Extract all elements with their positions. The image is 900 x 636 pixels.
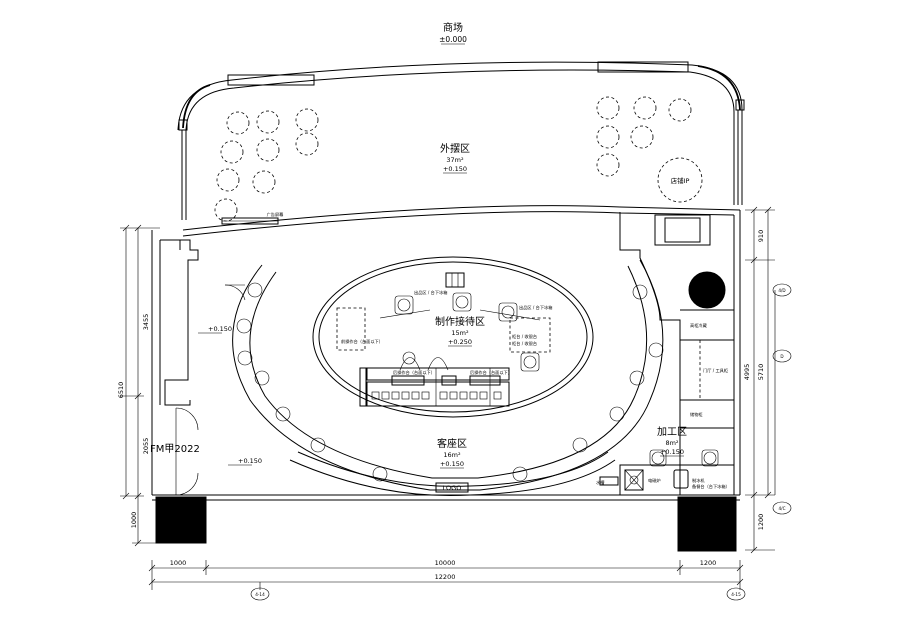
processing-label: 加工区 [657, 426, 687, 438]
proc-label-ice: 制冰机 [692, 477, 705, 484]
seating-ring [232, 259, 664, 497]
dim-left-6510: 6510 [117, 382, 125, 399]
ring-stools [236, 282, 664, 482]
left-room-level: +0.150 [208, 325, 232, 333]
equip-label-counter-1: 前操作台（台面以下） [341, 338, 383, 345]
dim-bottom-1200: 1200 [700, 559, 717, 567]
mall-label-group: 商场 ±0.000 [439, 21, 467, 45]
outdoor-area: 37m² [446, 156, 464, 164]
dim-left-1000: 1000 [130, 512, 138, 529]
production-area: 15m² [451, 329, 469, 337]
dim-left-3455: 3455 [142, 314, 150, 331]
seating-level: +0.150 [440, 460, 464, 468]
right-dimensions [745, 206, 776, 554]
axis-r3: 4/C [779, 506, 786, 511]
processing-area: 8m² [665, 439, 678, 447]
equip-label-top-right: 出品区 / 台下冰箱 [519, 304, 552, 311]
production-label: 制作接待区 [435, 315, 485, 328]
equip-label-counter-2: 后操作台（台面以下） [393, 369, 435, 376]
outdoor-area-outline [177, 61, 745, 220]
bottom-dimensions [148, 560, 744, 590]
dim-right-1200: 1200 [757, 514, 765, 531]
outdoor-label: 外摆区 [440, 142, 470, 155]
axis-right: 4-15 [731, 592, 741, 597]
dim-right-5710: 5710 [757, 364, 765, 381]
dim-left-2055: 2055 [142, 438, 150, 455]
axis-bubble-left [250, 587, 270, 601]
production-level: +0.250 [448, 338, 472, 346]
right-axis-bubbles [772, 283, 792, 515]
dim-bottom-1000: 1000 [170, 559, 187, 567]
equip-label-right-1: 柜台 / 收银台 [512, 333, 537, 340]
equip-label-counter-3: 后操作台（台面以下） [470, 369, 512, 376]
outdoor-tables [214, 96, 703, 222]
counter-equipment-squares [371, 391, 502, 400]
dim-right-910: 910 [757, 230, 765, 242]
axis-r2: D [780, 354, 783, 359]
ad-screen-label: 广告屏幕 [267, 211, 285, 218]
left-room: +0.150 [159, 239, 246, 406]
equip-label-right-2: 柜台 / 收银台 [512, 340, 537, 347]
entrance-label: FM甲2022 [150, 444, 200, 455]
processing-area [599, 212, 735, 496]
entrance: FM甲2022 +0.150 [150, 407, 262, 496]
seating-area: 16m² [443, 451, 461, 459]
axis-r1: 4/D [778, 288, 785, 293]
ad-screen: 广告屏幕 [221, 211, 285, 225]
dim-right-4995: 4995 [743, 364, 751, 381]
dim-bottom-12200: 12200 [435, 573, 456, 581]
logo-label: LOGO [443, 484, 462, 492]
round-column [688, 271, 726, 309]
proc-label-sink: 水槽 [596, 479, 605, 486]
column-right [677, 496, 737, 552]
seating-label: 客座区 [437, 437, 467, 450]
equip-label-top-left: 出品区 / 台下冰箱 [414, 289, 447, 296]
entrance-level: +0.150 [238, 457, 262, 465]
mall-label: 商场 [443, 21, 463, 34]
logo-box [435, 482, 469, 493]
mall-level: ±0.000 [439, 35, 467, 44]
outdoor-level: +0.150 [443, 165, 467, 173]
processing-level: +0.150 [660, 448, 684, 456]
proc-label-mid: 门厅 / 工具柜 [703, 367, 728, 374]
column-left [155, 496, 207, 544]
left-dimensions [120, 224, 160, 547]
dim-bottom-10000: 10000 [435, 559, 456, 567]
axis-left: 4-14 [255, 592, 265, 597]
axis-bubble-right [726, 587, 746, 601]
proc-label-low: 储物柜 [690, 411, 703, 418]
central-counter [312, 256, 594, 418]
proc-label-stove: 电磁炉 [648, 477, 661, 484]
proc-label-top: 高柜冷藏 [690, 322, 708, 329]
store-ip-label: 店铺IP [671, 176, 690, 185]
proc-label-prep: 备餐台（台下冰箱） [692, 483, 730, 490]
